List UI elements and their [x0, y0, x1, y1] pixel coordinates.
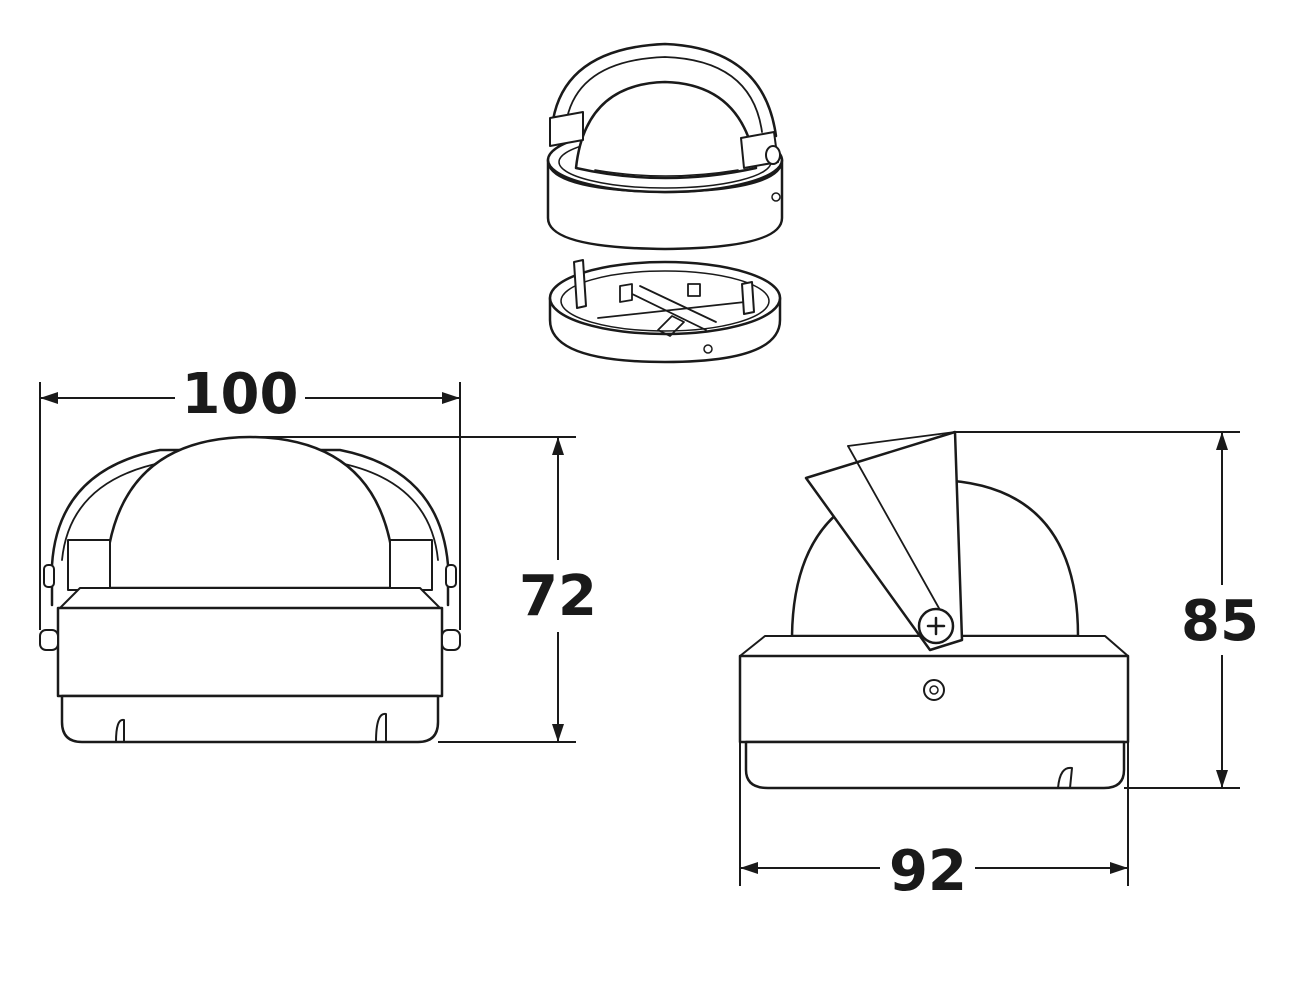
base-rib-3: [597, 301, 746, 319]
arrowhead-left-icon: [40, 392, 58, 404]
dimension-label-100: 100: [182, 362, 299, 427]
exploded-isometric-view: [546, 42, 784, 364]
base-tab-left: [573, 259, 587, 309]
base-tab-right: [741, 281, 755, 315]
front-bracket-block-left: [67, 539, 111, 591]
upper-bracket-inner: [566, 56, 763, 133]
arrowhead-down-icon: [552, 724, 564, 742]
front-view: [39, 435, 461, 744]
arrowhead-up-side-icon: [1216, 432, 1228, 450]
front-bracket-block-right: [389, 539, 433, 591]
side-bracket-fold: [847, 445, 941, 611]
front-hook-left: [115, 718, 125, 743]
front-stub-right: [441, 629, 461, 651]
dimension-front-height: 72: [250, 436, 597, 743]
upper-bracket-foot-left: [549, 111, 584, 147]
upper-screw: [771, 192, 781, 202]
side-bracket-top-edge: [847, 431, 956, 447]
front-dome: [103, 435, 397, 590]
side-hook: [1057, 766, 1073, 789]
front-pivot-right: [445, 564, 457, 588]
base-center-block: [657, 315, 685, 337]
side-base: [744, 740, 1126, 790]
upper-dome: [574, 80, 758, 180]
front-base: [60, 694, 440, 744]
upper-pivot-knob: [765, 145, 781, 165]
arrowhead-left-side-icon: [740, 862, 758, 874]
front-hook-right: [375, 712, 387, 743]
base-rib-2: [639, 285, 717, 323]
front-stub-left: [39, 629, 59, 651]
dimension-label-92: 92: [889, 839, 967, 904]
side-body-screw: [923, 679, 945, 701]
arrowhead-up-icon: [552, 437, 564, 455]
arrowhead-down-side-icon: [1216, 770, 1228, 788]
dimension-label-72: 72: [519, 564, 597, 629]
side-bracket-arm: [804, 430, 964, 652]
lower-base: [548, 259, 782, 364]
base-screw: [703, 344, 713, 354]
side-view: [738, 430, 1130, 790]
dimension-front-width: 100: [39, 362, 461, 630]
front-bezel-top: [59, 587, 441, 609]
dimension-side-width: 92: [739, 742, 1129, 904]
upper-dome-base: [594, 169, 739, 177]
front-pivot-left: [43, 564, 55, 588]
side-screw-slot-icon: [926, 616, 946, 636]
base-clip-1: [619, 283, 633, 303]
dimension-label-85: 85: [1181, 589, 1259, 654]
upper-bracket-outer: [551, 42, 778, 138]
arrowhead-right-icon: [442, 392, 460, 404]
dimension-side-height: 85: [955, 431, 1259, 789]
base-clip-2: [687, 283, 701, 297]
base-inner-rim: [560, 270, 770, 332]
upper-assembly: [546, 42, 784, 251]
side-body-screw-inner: [929, 685, 939, 695]
arrowhead-right-side-icon: [1110, 862, 1128, 874]
front-body: [56, 606, 444, 698]
